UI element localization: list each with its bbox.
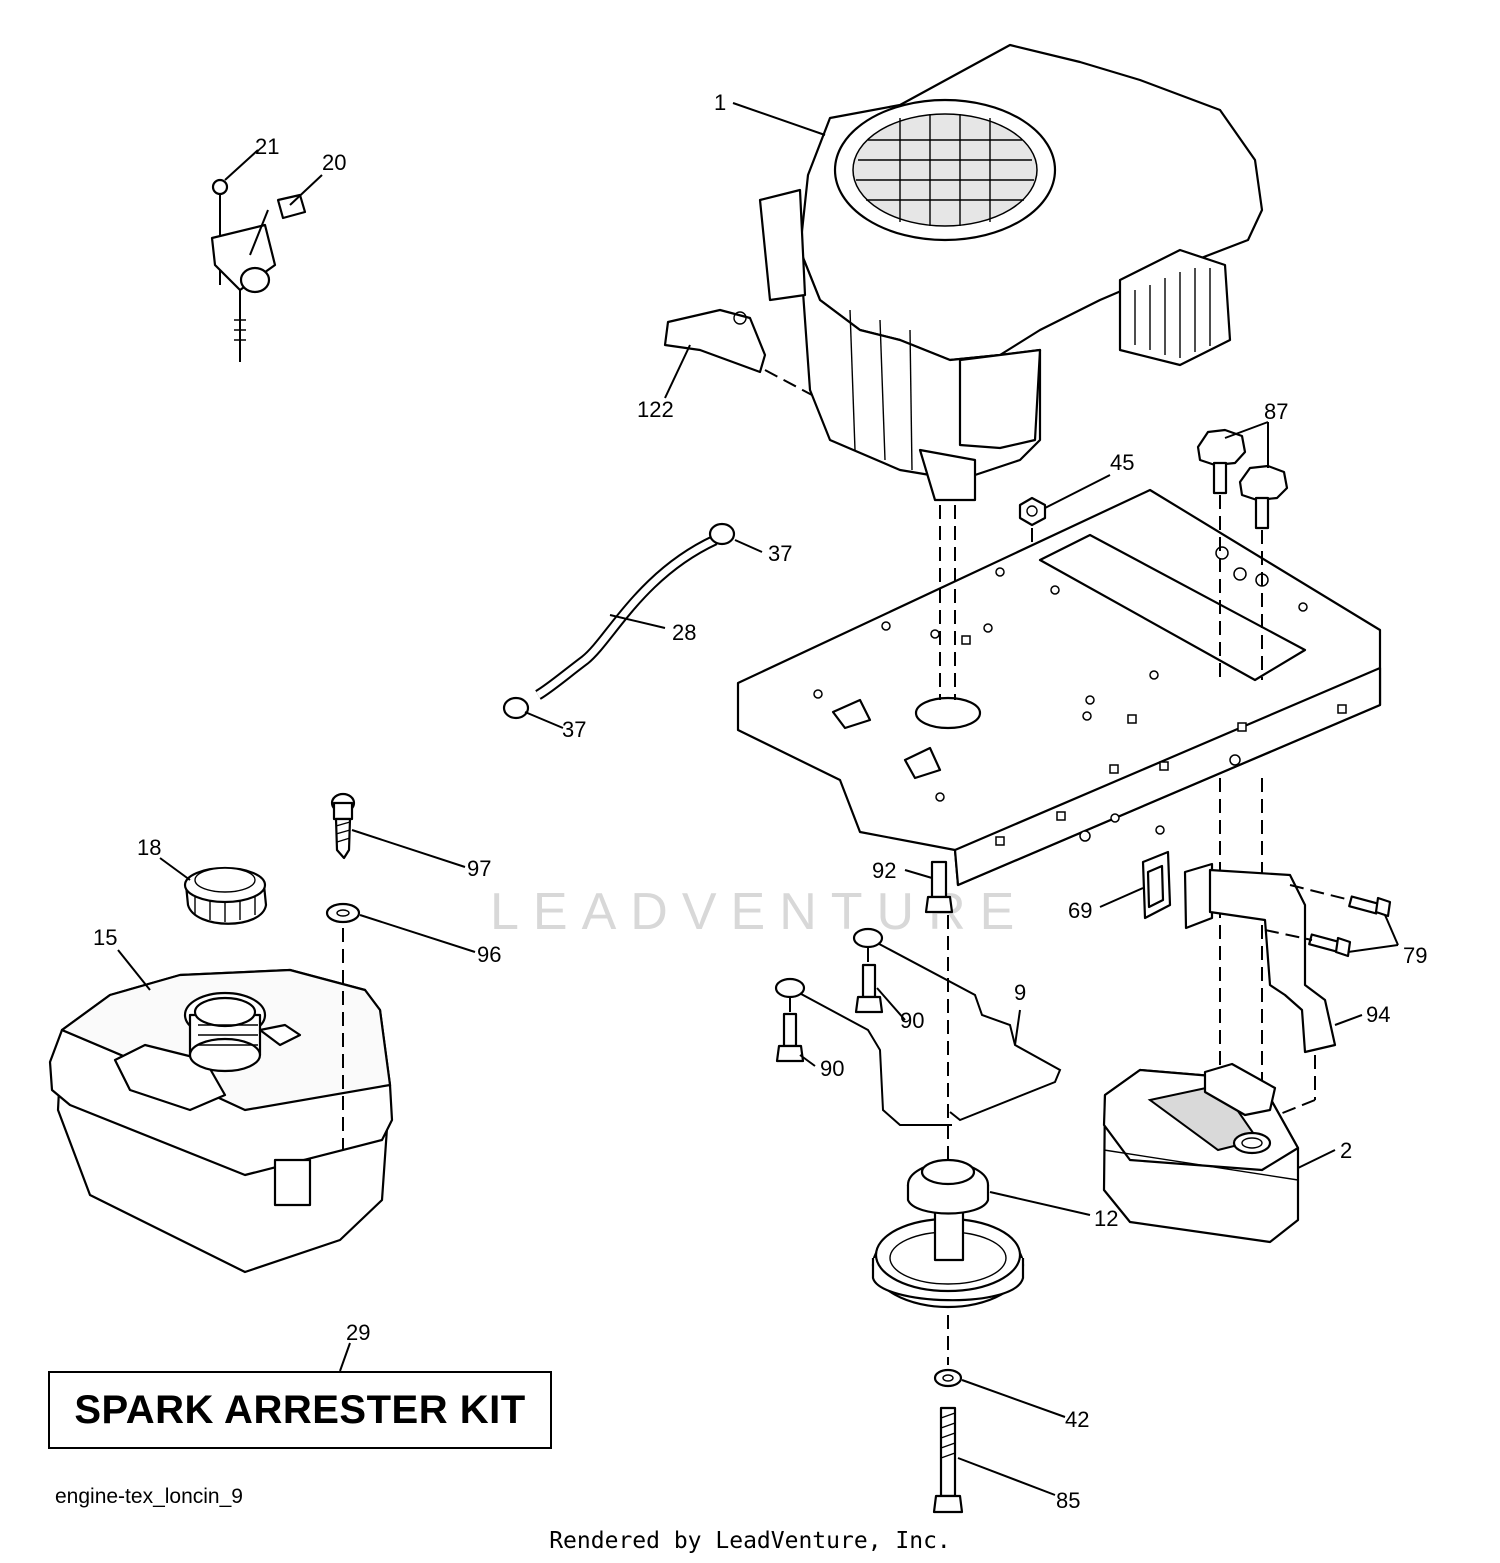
engine-deck[interactable] <box>736 488 1382 887</box>
callout-96: 96 <box>477 942 501 967</box>
engine-pulley[interactable] <box>871 1158 1025 1309</box>
diagram-id: engine-tex_loncin_9 <box>55 1485 243 1508</box>
bolt-85[interactable] <box>932 1406 964 1514</box>
exhaust-gasket[interactable] <box>1141 850 1172 920</box>
render-credit: Rendered by LeadVenture, Inc. <box>549 1528 951 1554</box>
screw-97[interactable] <box>330 792 356 860</box>
washer-42[interactable] <box>933 1368 963 1388</box>
callout-97: 97 <box>467 856 491 881</box>
callout-94: 94 <box>1366 1002 1390 1027</box>
callout-21: 21 <box>255 134 279 159</box>
flange-bolts[interactable] <box>1196 428 1289 1090</box>
exhaust-screws[interactable] <box>1264 884 1392 958</box>
callout-9: 9 <box>1014 980 1026 1005</box>
callout-29: 29 <box>346 1320 370 1345</box>
screw-90-lower[interactable] <box>775 1012 805 1063</box>
callout-90-lower: 90 <box>820 1056 844 1081</box>
muffler[interactable] <box>1102 1062 1300 1244</box>
exhaust-pipe[interactable] <box>1183 862 1337 1121</box>
callout-45: 45 <box>1110 450 1134 475</box>
fuel-tank[interactable] <box>48 928 394 1274</box>
belt-guide-bracket[interactable] <box>774 927 1062 1126</box>
bolt-92[interactable] <box>924 860 954 914</box>
callout-18: 18 <box>137 835 161 860</box>
callout-92: 92 <box>872 858 896 883</box>
callout-1: 1 <box>714 90 726 115</box>
callout-79: 79 <box>1403 943 1427 968</box>
fuel-cap[interactable] <box>183 866 268 925</box>
callout-20: 20 <box>322 150 346 175</box>
callout-37-upper: 37 <box>768 541 792 566</box>
washer-96[interactable] <box>325 902 361 924</box>
fuel-line[interactable] <box>502 522 736 720</box>
callout-28: 28 <box>672 620 696 645</box>
engine[interactable] <box>758 43 1264 502</box>
callout-15: 15 <box>93 925 117 950</box>
callout-69: 69 <box>1068 898 1092 923</box>
callout-87: 87 <box>1264 399 1288 424</box>
leader-lines <box>117 102 1399 1496</box>
callout-90-upper: 90 <box>900 1008 924 1033</box>
hex-nut[interactable] <box>1018 496 1047 545</box>
spark-arrester-kit-label: SPARK ARRESTER KIT <box>74 1387 526 1432</box>
callout-labels: 1 2 9 12 15 18 20 21 28 29 37 37 42 45 6… <box>93 90 1427 1513</box>
callout-122: 122 <box>637 397 674 422</box>
screw-90-upper[interactable] <box>854 963 884 1014</box>
throttle-control[interactable] <box>210 178 307 362</box>
callout-37-lower: 37 <box>562 717 586 742</box>
callout-2: 2 <box>1340 1138 1352 1163</box>
deflector[interactable] <box>663 308 813 396</box>
callout-85: 85 <box>1056 1488 1080 1513</box>
callout-42: 42 <box>1065 1407 1089 1432</box>
callout-12: 12 <box>1094 1206 1118 1231</box>
spark-arrester-kit-box[interactable]: SPARK ARRESTER KIT <box>48 1371 552 1449</box>
